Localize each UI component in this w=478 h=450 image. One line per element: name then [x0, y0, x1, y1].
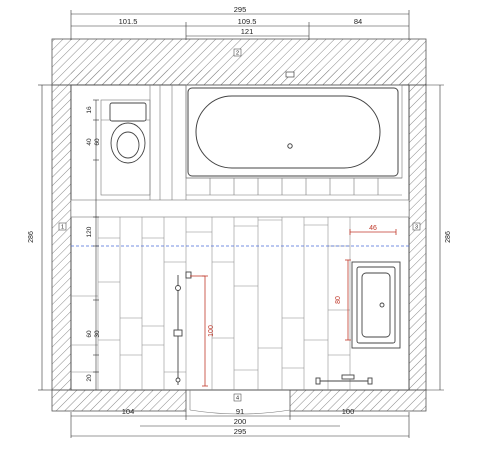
dim-top-total: 295 — [234, 5, 247, 14]
tag-tub-wall: 2 — [236, 51, 239, 57]
bottom-dimension-lines — [70, 412, 410, 438]
dim-bottom-total: 295 — [234, 427, 247, 436]
dim-bottom-seg-3: 100 — [342, 407, 355, 416]
red-dim-sink-width: 46 — [369, 225, 377, 232]
left-tick-5: 30 — [94, 330, 101, 338]
dim-top-seg-3: 84 — [354, 17, 362, 26]
left-tick-6: 60 — [86, 330, 93, 338]
bathtub-icon — [187, 87, 399, 177]
left-tick-1: 16 — [86, 106, 93, 114]
left-tick-2: 60 — [94, 138, 101, 146]
red-dimensions — [190, 229, 397, 387]
tile-band-middle — [70, 199, 410, 218]
left-tick-3: 40 — [86, 138, 93, 146]
dim-top-seg-2: 109.5 — [238, 17, 257, 26]
dim-right-height: 286 — [445, 231, 452, 243]
red-dim-shower-height: 100 — [208, 325, 215, 337]
dim-left-height: 286 — [28, 231, 35, 243]
wall-inner-top — [71, 70, 409, 85]
wall-right — [408, 84, 427, 391]
tag-right-wall: 3 — [415, 225, 418, 231]
left-tick-4: 120 — [86, 226, 93, 237]
dim-top-seg-1: 101.5 — [119, 17, 138, 26]
tag-left-wall: 1 — [61, 225, 64, 231]
red-dim-sink-height: 80 — [335, 296, 342, 304]
towel-bar-icon — [315, 374, 373, 385]
toilet-icon — [109, 102, 147, 164]
tag-door-wall: 4 — [236, 396, 239, 402]
shower-rail-icon — [173, 271, 192, 385]
door-swing — [189, 390, 291, 415]
dim-bottom-seg-2: 91 — [236, 407, 244, 416]
wall-left — [51, 84, 72, 391]
dim-bottom-inner: 200 — [234, 417, 247, 426]
side-dimension-lines — [38, 84, 444, 391]
dim-bottom-seg-1: 104 — [122, 407, 135, 416]
left-tick-7: 20 — [86, 374, 93, 382]
dim-bathtub-width: 121 — [241, 27, 254, 36]
wall-tags — [58, 48, 421, 402]
top-dimension-lines — [70, 10, 410, 40]
sink-icon — [351, 261, 401, 349]
tub-tap — [285, 71, 295, 78]
